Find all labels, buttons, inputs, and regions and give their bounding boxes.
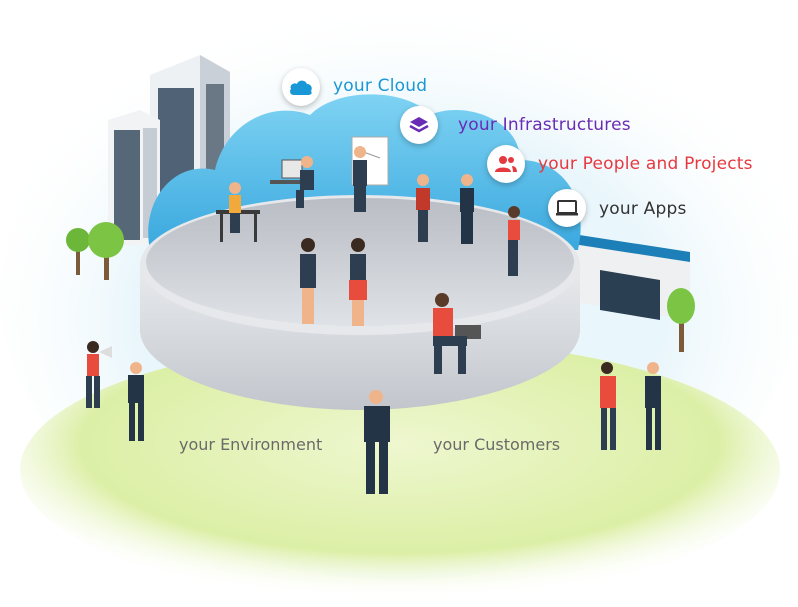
apps-label: your Apps xyxy=(599,199,687,219)
cloud-label: your Cloud xyxy=(333,76,428,96)
customers-label: your Customers xyxy=(433,435,561,454)
person-desk-woman xyxy=(216,182,260,242)
cloud-icon xyxy=(290,80,312,95)
person-center-pair xyxy=(300,238,367,326)
infrastructures-label: your Infrastructures xyxy=(458,115,631,135)
environment-label: your Environment xyxy=(179,435,323,454)
people-icon xyxy=(495,156,517,172)
person-whiteboard xyxy=(351,136,389,212)
people-label: your People and Projects xyxy=(538,154,753,174)
person-standing-center xyxy=(364,390,390,494)
person-laptop-sitting xyxy=(433,293,481,374)
laptop-icon xyxy=(556,200,578,216)
person-customers-pair xyxy=(600,362,661,450)
tree-left-1 xyxy=(66,228,90,275)
person-suit-left xyxy=(128,362,144,441)
person-talking-pair xyxy=(416,174,474,244)
cloud-badge xyxy=(282,68,320,106)
tree-left-2 xyxy=(88,222,124,280)
layers-icon xyxy=(409,117,429,133)
grass-area xyxy=(20,340,780,600)
apps-badge xyxy=(548,189,586,227)
tree-right xyxy=(667,288,695,352)
warehouse xyxy=(560,232,690,320)
person-computer-desk xyxy=(270,156,314,208)
person-tablet-woman xyxy=(508,206,520,276)
infrastructures-badge xyxy=(400,106,438,144)
people-badge xyxy=(487,145,525,183)
person-megaphone xyxy=(86,341,112,408)
